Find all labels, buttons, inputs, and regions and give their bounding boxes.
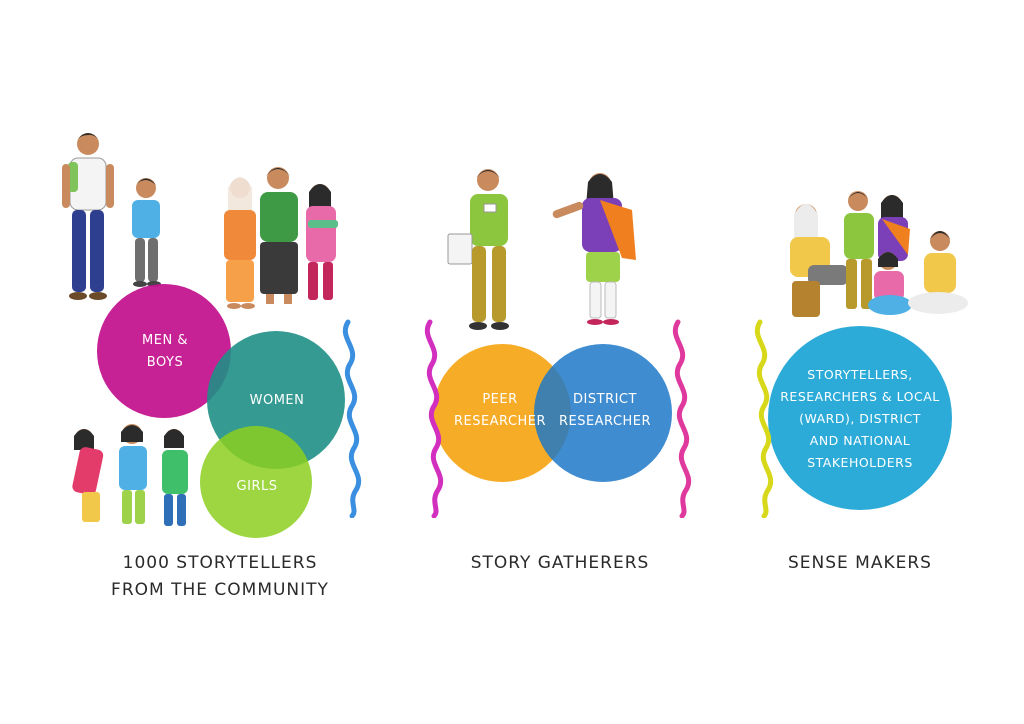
- girls-label: GIRLS: [236, 479, 278, 494]
- researchers-illustration: [447, 169, 636, 330]
- stakeholders-label: STORYTELLERS, RESEARCHERS & LOCAL (WARD)…: [780, 367, 940, 470]
- women-label: WOMEN: [249, 393, 305, 408]
- sense-makers-caption: SENSE MAKERS: [788, 553, 932, 573]
- men-boys-label: MEN & BOYS: [142, 333, 188, 370]
- district-researcher-label: DISTRICT RESEARCHER: [558, 392, 652, 429]
- wavy-divider-left: [343, 319, 443, 518]
- district-researcher-circle: [534, 344, 672, 482]
- girls-illustration: [72, 424, 188, 526]
- women-illustration: [224, 167, 338, 309]
- group-discussion-illustration: [790, 191, 968, 317]
- girls-circle: [200, 426, 312, 538]
- community-caption: 1000 STORYTELLERS FROM THE COMMUNITY: [111, 553, 329, 600]
- wavy-divider-right: [673, 319, 773, 518]
- gatherers-caption: STORY GATHERERS: [470, 553, 650, 573]
- family-illustration: [62, 133, 161, 300]
- peer-researcher-label: PEER RESEARCHER: [453, 392, 547, 429]
- stakeholders-circle: [768, 326, 952, 510]
